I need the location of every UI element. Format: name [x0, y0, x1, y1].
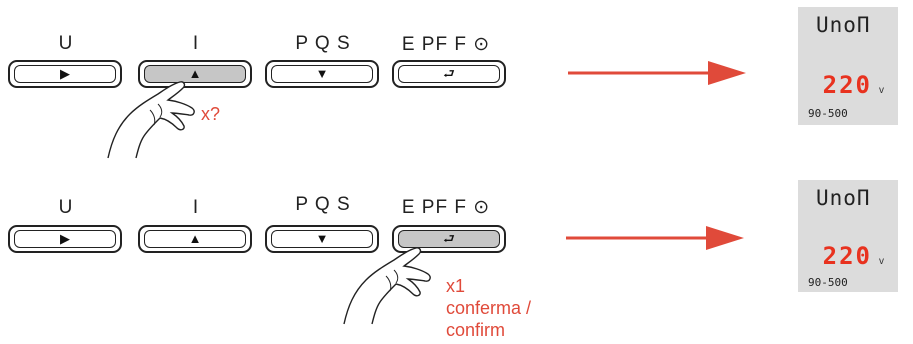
display-value: 220 [822, 71, 872, 99]
button-label-u: U [58, 197, 74, 218]
u-button[interactable]: ▶ [8, 225, 122, 253]
pqs-button[interactable]: ▼ [265, 225, 379, 253]
button-label-pqs: P Q S [295, 33, 351, 54]
display-title: UnoΠ [816, 186, 871, 210]
i-button[interactable]: ▲ [138, 225, 252, 253]
button-label-epff: E PF F ⊙ [401, 34, 491, 55]
conferma-line: conferma / [446, 298, 532, 318]
pointing-hand-icon [343, 247, 431, 325]
triangle-down-icon: ▼ [315, 66, 329, 81]
confirm-note: x1 conferma / confirm [446, 275, 531, 341]
step-2: U I P Q S E PF F ⊙ ▶ ▲ ▼ ⮐ x1 conferma /… [0, 170, 913, 340]
enter-return-icon: ⮐ [443, 66, 455, 81]
triangle-up-icon: ▲ [188, 66, 202, 81]
u-button[interactable]: ▶ [8, 60, 122, 88]
step-1: U I P Q S E PF F ⊙ ▶ ▲ ▼ ⮐ x? UnoΠ 220 v… [0, 0, 913, 170]
play-right-icon: ▶ [60, 231, 70, 246]
confirm-line: confirm [446, 320, 506, 340]
enter-button[interactable]: ⮐ [392, 60, 506, 88]
triangle-down-icon: ▼ [315, 231, 329, 246]
display-title: UnoΠ [816, 13, 871, 37]
display-unit: v [879, 256, 884, 267]
button-label-i: I [192, 33, 200, 54]
enter-button[interactable]: ⮐ [392, 225, 506, 253]
triangle-up-icon: ▲ [188, 231, 202, 246]
press-count-note: x? [201, 104, 221, 124]
lcd-display: UnoΠ 220 v 90-500 [798, 180, 898, 292]
pointing-hand-icon [107, 81, 195, 159]
display-unit: v [879, 85, 884, 96]
i-button[interactable]: ▲ [138, 60, 252, 88]
button-label-epff: E PF F ⊙ [401, 197, 491, 218]
pqs-button[interactable]: ▼ [265, 60, 379, 88]
play-right-icon: ▶ [60, 66, 70, 81]
enter-return-icon: ⮐ [443, 231, 455, 246]
press-count-line: x1 [446, 276, 466, 296]
button-label-i: I [192, 197, 200, 218]
display-range: 90-500 [808, 107, 848, 120]
button-label-pqs: P Q S [295, 194, 351, 215]
right-arrow-icon [568, 61, 746, 85]
display-value: 220 [822, 242, 872, 270]
right-arrow-icon [566, 226, 744, 250]
button-label-u: U [58, 33, 74, 54]
lcd-display: UnoΠ 220 v 90-500 [798, 7, 898, 125]
display-range: 90-500 [808, 276, 848, 289]
